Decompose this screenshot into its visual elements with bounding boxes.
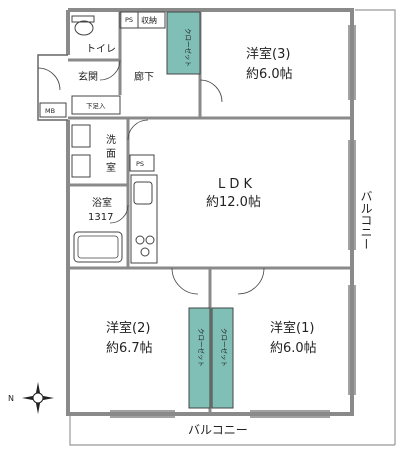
ps-mid-label: PS: [136, 160, 144, 168]
kitchen-counter: [130, 174, 158, 264]
toilet-tank-icon: [71, 15, 95, 23]
washbasin-icon: [71, 124, 91, 148]
washroom-label-1: 洗: [106, 134, 116, 146]
ps-mid-box: [129, 154, 155, 172]
balcony-bottom-label: バルコニー: [188, 423, 248, 437]
washer-icon: [71, 154, 91, 178]
closet-left-label: クローゼット: [197, 328, 206, 367]
closet-top-label: クローゼット: [184, 28, 193, 67]
storage-box: [137, 11, 166, 29]
ldk-name: L D K: [218, 177, 253, 192]
bathtub-inner-icon: [77, 235, 119, 259]
hallway-label: 廊下: [134, 70, 154, 83]
door-swings: [37, 59, 265, 295]
compass-icon: [22, 382, 54, 414]
balcony-right-label: バルコニー: [359, 190, 373, 250]
washroom-label-2: 面: [106, 149, 116, 160]
closet-left: [188, 307, 211, 409]
balcony-right-rail: [355, 9, 396, 445]
washroom-label-3: 室: [106, 161, 116, 174]
ps-top-label: PS: [125, 16, 133, 24]
stove-burner-icon: [140, 247, 150, 257]
western1-size: 約6.0帖: [270, 341, 317, 356]
stove-burner-icon: [135, 235, 145, 245]
balcony-bottom-rail: [69, 414, 395, 446]
closet-right: [211, 307, 234, 409]
western2-size: 約6.7帖: [106, 341, 153, 356]
ldk-size: 約12.0帖: [206, 195, 261, 210]
shoe-box: [71, 95, 121, 115]
windows: [110, 25, 356, 418]
western1-name: 洋室(1): [270, 320, 314, 336]
western2-name: 洋室(2): [106, 320, 150, 336]
sink-icon: [133, 181, 153, 205]
bath-size: 1317: [88, 212, 113, 223]
toilet-icon: [74, 20, 94, 36]
compass-north-label: N: [8, 394, 14, 403]
western3-name: 洋室(3): [246, 46, 290, 62]
shoe-box-label: 下足入: [86, 102, 106, 110]
bath-name: 浴室: [92, 196, 112, 209]
meter-box: [39, 102, 67, 118]
stove-burner-icon: [145, 235, 155, 245]
entrance-label: 玄関: [78, 70, 98, 83]
bathtub-icon: [73, 231, 123, 263]
western3-size: 約6.0帖: [246, 67, 293, 82]
closet-right-label: クローゼット: [220, 328, 229, 367]
outer-walls: [37, 8, 354, 416]
storage-label: 収納: [141, 15, 157, 25]
toilet-label: トイレ: [86, 44, 116, 55]
meter-box-label: MB: [45, 107, 55, 115]
closet-top: [166, 11, 201, 75]
